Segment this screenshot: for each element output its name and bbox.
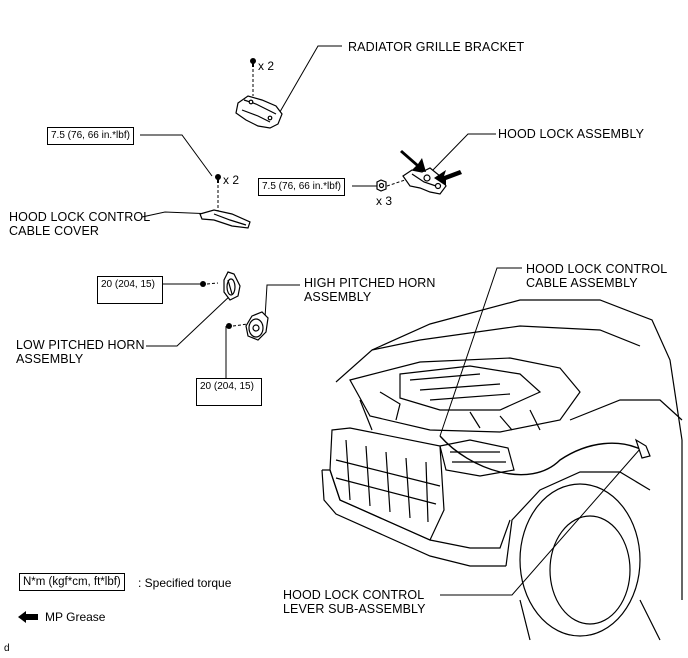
label-hood-lock-assembly: HOOD LOCK ASSEMBLY: [498, 127, 645, 141]
label-cable-cover-line1: HOOD LOCK CONTROL: [9, 210, 151, 224]
bolt-line-high-horn: [232, 323, 249, 327]
torque-box-low-horn: 20 (204, 15): [97, 276, 163, 304]
bolt-line-hood-lock: [386, 179, 406, 187]
legend-torque-unit: N*m (kgf*cm, ft*lbf): [19, 573, 125, 591]
leader-high-horn: [264, 284, 300, 319]
label-cable-cover-line2: CABLE COVER: [9, 224, 100, 238]
qty-cable-cover-bolts: x 2: [223, 173, 240, 187]
label-cable-assembly-line2: CABLE ASSEMBLY: [526, 276, 638, 290]
label-high-horn-line2: ASSEMBLY: [304, 290, 372, 304]
leader-low-horn: [146, 293, 233, 347]
label-low-horn-line2: ASSEMBLY: [16, 352, 84, 366]
label-radiator-grille-bracket: RADIATOR GRILLE BRACKET: [348, 40, 525, 54]
low-pitched-horn-part: [223, 271, 241, 301]
radiator-grille-bracket-part: [235, 95, 283, 129]
legend-grease: MP Grease: [45, 610, 106, 624]
torque-box-cable-cover: 7.5 (76, 66 in.*lbf): [47, 127, 134, 145]
qty-hood-lock-bolts: x 3: [376, 194, 393, 208]
cable-cover-part: [199, 209, 251, 229]
grease-arrow-icons: [400, 150, 462, 186]
high-pitched-horn-part: [245, 311, 269, 341]
torque-box-high-horn: 20 (204, 15): [196, 378, 262, 406]
leader-cable-cover: [141, 211, 215, 218]
label-control-lever-line2: LEVER SUB-ASSEMBLY: [283, 602, 426, 616]
vehicle-front-illustration: [321, 299, 683, 641]
bolt-icons: [200, 58, 256, 329]
leader-radiator-grille-bracket: [276, 45, 342, 118]
leader-hood-lock-assembly: [430, 133, 496, 173]
label-low-horn-line1: LOW PITCHED HORN: [16, 338, 145, 352]
nut-icon: [376, 179, 387, 192]
label-control-lever-line1: HOOD LOCK CONTROL: [283, 588, 425, 602]
hood-lock-assembly-part: [402, 167, 447, 195]
legend-torque-desc: : Specified torque: [138, 576, 232, 590]
footer-mark: d: [4, 643, 10, 654]
qty-bracket-bolts: x 2: [258, 59, 275, 73]
leader-control-lever: [440, 448, 641, 596]
leader-cable-cover-torque: [140, 134, 213, 177]
torque-box-hood-lock: 7.5 (76, 66 in.*lbf): [258, 178, 345, 196]
label-high-horn-line1: HIGH PITCHED HORN: [304, 276, 436, 290]
grease-legend-arrow-icon: [18, 611, 38, 623]
label-cable-assembly-line1: HOOD LOCK CONTROL: [526, 262, 668, 276]
leader-cable-assembly: [439, 267, 522, 437]
bolt-line-low-horn: [206, 282, 219, 285]
